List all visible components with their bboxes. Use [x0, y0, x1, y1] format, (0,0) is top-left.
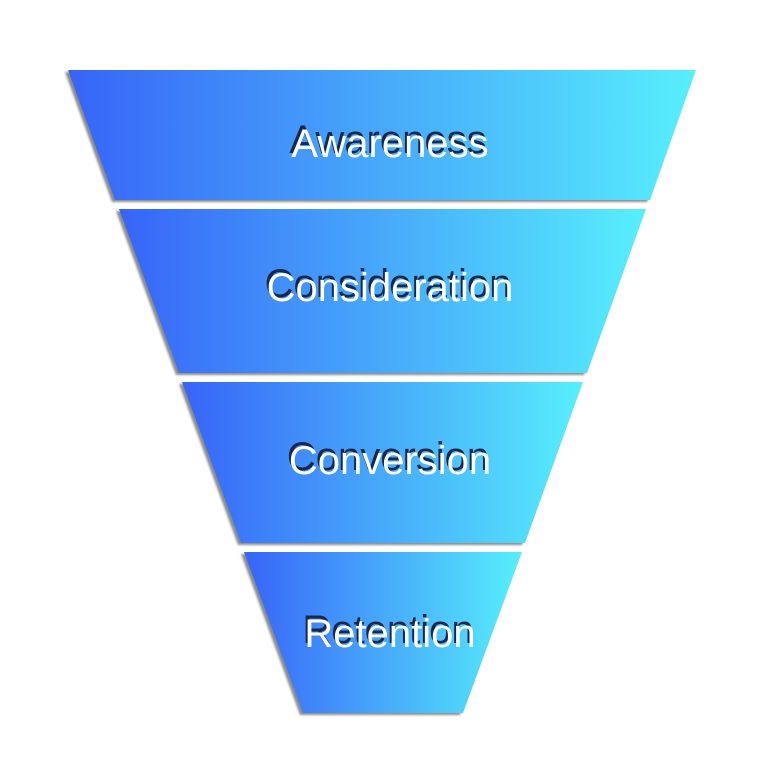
funnel-segment-conversion — [182, 382, 583, 543]
funnel-segment-awareness — [68, 70, 696, 200]
stage-label-awareness: Awareness — [291, 122, 489, 166]
stage-label-consideration: Consideration — [266, 266, 514, 310]
stage-label-retention: Retention — [304, 612, 476, 656]
funnel-segment-consideration — [119, 209, 646, 373]
funnel-segment-retention — [244, 552, 522, 713]
stage-label-conversion: Conversion — [288, 439, 492, 483]
